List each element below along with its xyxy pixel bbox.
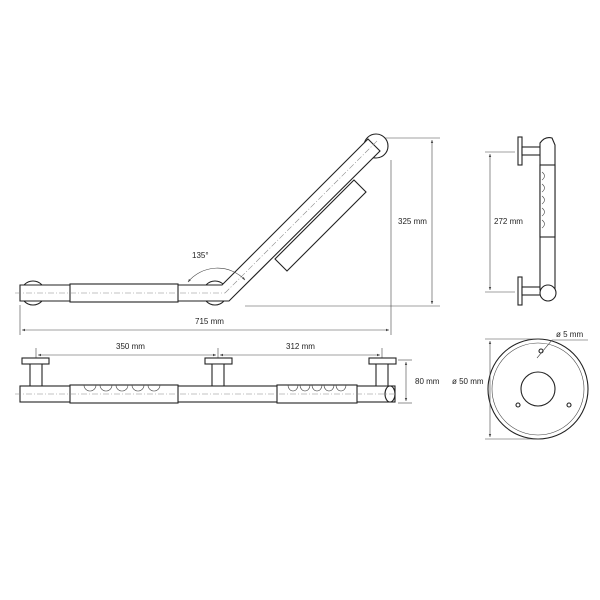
width-total-label: 715 mm xyxy=(195,317,224,326)
top-view: 350 mm 312 mm 80 mm xyxy=(15,342,440,404)
hole-diameter-label: ø 5 mm xyxy=(556,330,583,339)
height-side-label: 272 mm xyxy=(494,217,523,226)
spacing-right-label: 312 mm xyxy=(286,342,315,351)
rosette-view: ø 5 mm ø 50 mm xyxy=(452,330,589,440)
spacing-left-label: 350 mm xyxy=(116,342,145,351)
angle-label: 135° xyxy=(192,251,209,260)
rosette-diameter-label: ø 50 mm xyxy=(452,377,484,386)
height-total-label: 325 mm xyxy=(398,217,427,226)
front-view: 135° 325 mm 715 mm xyxy=(15,133,440,335)
depth-label: 80 mm xyxy=(415,377,440,386)
side-view: 272 mm xyxy=(485,136,557,306)
